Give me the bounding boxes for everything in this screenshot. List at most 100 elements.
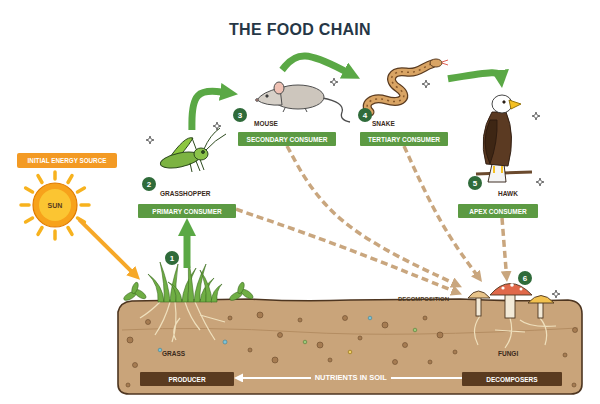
role-label: APEX CONSUMER (458, 204, 538, 218)
decomposition-arrow (502, 218, 506, 275)
callout-number: 3 (233, 108, 247, 122)
source-label: INITIAL ENERGY SOURCE (28, 157, 107, 164)
role-label: DECOMPOSERS (462, 372, 562, 386)
sun-rays (38, 228, 42, 235)
callout-number: 1 (165, 251, 179, 265)
process-label: DECOMPOSITION (398, 296, 449, 302)
sun-rays (26, 218, 33, 222)
soil-pebbles (223, 340, 227, 344)
mouse-drawing (274, 82, 284, 94)
soil-pebbles (158, 348, 162, 352)
grass-plant (237, 281, 246, 294)
snake-drawing (367, 64, 432, 112)
sun-rays (53, 172, 57, 179)
soil-pebbles (228, 316, 232, 320)
snake-drawing (430, 59, 442, 67)
grasshopper-drawing (190, 128, 226, 172)
mushroom-drawing (476, 296, 481, 316)
decomposition-arrow (236, 209, 456, 292)
decomposition-arrow (287, 146, 456, 284)
grass-plant (131, 281, 140, 294)
grass-plant (211, 284, 222, 302)
role-label: PRODUCER (140, 372, 234, 386)
sun-rays (53, 231, 57, 239)
consumer-node: GRASSHOPPER PRIMARY CONSUMER (138, 130, 236, 218)
hawk-drawing (503, 101, 505, 103)
callout-number: 4 (358, 108, 372, 122)
sun-rays (21, 172, 89, 239)
sparkle-marks (422, 80, 430, 88)
soil-pebbles (403, 343, 408, 348)
hawk-drawing (488, 164, 506, 182)
sun-shape (33, 183, 77, 227)
organism-name: SNAKE (372, 120, 395, 128)
food-arrow (184, 229, 191, 268)
fungi-mycelium (474, 316, 556, 348)
mushroom-drawing (468, 283, 554, 318)
sparkle-marks (552, 290, 560, 298)
soil-pebbles (572, 383, 576, 387)
soil-pebbles (573, 328, 578, 333)
soil-pebbles (146, 320, 151, 325)
role-label: SECONDARY CONSUMER (238, 132, 336, 146)
soil-pebbles (413, 328, 417, 332)
soil-pebbles (343, 316, 348, 321)
energy-source-box: INITIAL ENERGY SOURCE (17, 153, 117, 168)
edge-label: NUTRIENTS IN SOIL (311, 373, 391, 383)
sun-rays (21, 203, 29, 207)
soil-pebbles (358, 336, 362, 340)
hawk-drawing (476, 95, 532, 182)
mouse-drawing (322, 98, 350, 122)
hawk-drawing (494, 166, 502, 173)
snake-drawing (367, 64, 432, 112)
mouse-drawing (266, 95, 268, 97)
sun-label: SUN (48, 202, 63, 209)
role-label: TERTIARY CONSUMER (360, 132, 448, 146)
sparkle-marks (146, 78, 560, 298)
soil-pebbles (437, 332, 443, 338)
soil-pebbles (257, 312, 263, 318)
mushroom-drawing (505, 292, 515, 318)
mushroom-drawing (490, 284, 532, 296)
role-label: PRIMARY CONSUMER (138, 204, 236, 218)
mushroom-drawing (501, 286, 504, 289)
food-arrow (192, 91, 227, 130)
soil-pebbles (248, 348, 252, 352)
mushroom-drawing (468, 291, 490, 298)
consumer-node: HAWKAPEX CONSUMER (458, 88, 538, 218)
sun-circle: SUN (31, 181, 79, 229)
sparkle-marks (330, 78, 338, 86)
soil-pebbles (423, 316, 427, 320)
mouse-drawing (283, 108, 307, 112)
mouse-drawing (256, 99, 259, 102)
diagram-title: THE FOOD CHAIN (0, 21, 600, 39)
organism-name: GRASSHOPPER (160, 190, 211, 198)
sun-shape (39, 189, 71, 221)
producer-node: GRASSPRODUCER (140, 268, 234, 386)
energy-arrow (79, 219, 134, 274)
soil-pebbles (348, 350, 352, 354)
sparkle-marks (213, 122, 221, 130)
soil-pebbles (453, 350, 457, 354)
callout-number: 5 (468, 176, 482, 190)
soil-pebbles (127, 337, 133, 343)
snake-drawing (367, 64, 432, 112)
mushroom-drawing (528, 296, 554, 304)
organism-name: MOUSE (254, 120, 278, 128)
fungi-mycelium (474, 316, 556, 348)
consumer-node: SNAKE TERTIARY CONSUMER (360, 62, 448, 146)
mushroom-drawing (510, 283, 514, 287)
mouse-drawing (256, 82, 350, 122)
sun-rays (68, 176, 72, 183)
hawk-drawing (509, 100, 521, 109)
consumer-node: MOUSE SECONDARY CONSUMER (238, 70, 336, 146)
sparkle-marks (536, 178, 544, 186)
soil-pebbles (382, 322, 388, 328)
sparkle-marks (532, 112, 540, 120)
soil-pebbles (126, 383, 130, 387)
sun-rays (68, 228, 72, 235)
hawk-drawing (485, 120, 497, 164)
soil-pebbles (272, 357, 278, 363)
